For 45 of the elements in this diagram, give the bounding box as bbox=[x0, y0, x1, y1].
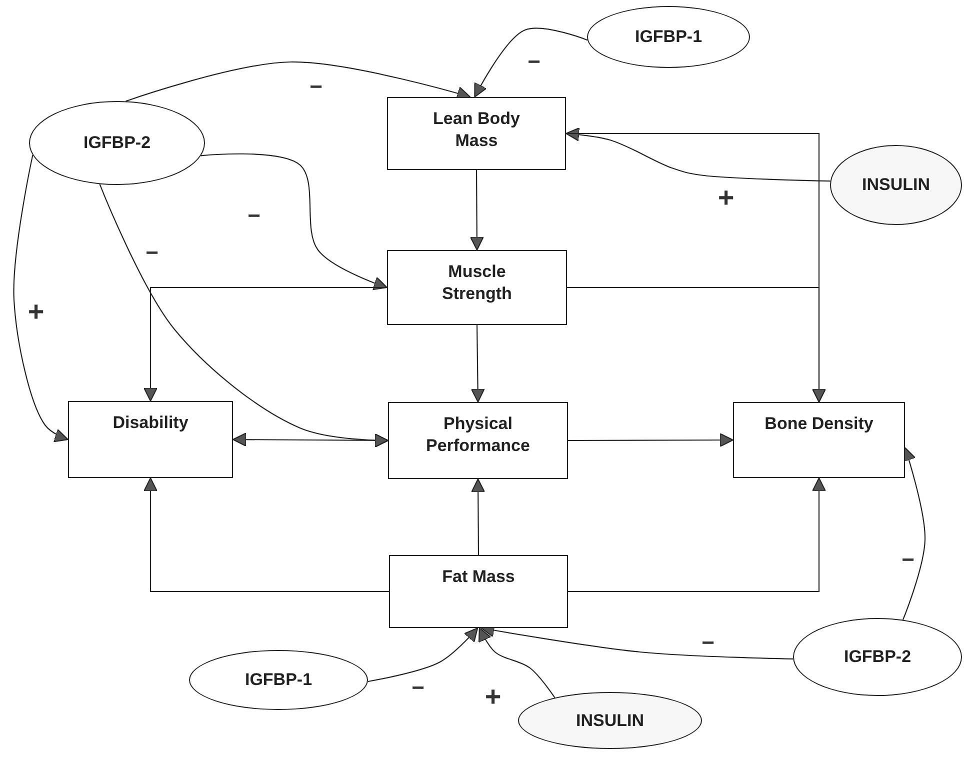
edge-label: − bbox=[902, 549, 914, 571]
process-box bbox=[68, 401, 233, 478]
edge-label: + bbox=[718, 184, 734, 212]
process-box bbox=[388, 402, 568, 479]
arrow bbox=[368, 627, 478, 682]
arrow bbox=[567, 286, 826, 403]
edge-label: − bbox=[528, 51, 540, 73]
arrow bbox=[232, 432, 389, 448]
arrow bbox=[470, 325, 485, 403]
arrow bbox=[143, 286, 387, 402]
node-label: IGFBP-1 bbox=[634, 26, 702, 48]
arrow bbox=[126, 61, 471, 102]
arrow bbox=[200, 153, 388, 290]
arrow bbox=[478, 627, 556, 698]
arrow bbox=[474, 28, 588, 98]
arrow bbox=[568, 433, 734, 448]
node-label: Disability bbox=[112, 412, 188, 434]
edge-label: − bbox=[702, 632, 714, 654]
node-label: Muscle Strength bbox=[441, 261, 513, 305]
arrow bbox=[470, 170, 484, 251]
node-label: IGFBP-2 bbox=[844, 646, 912, 668]
arrow bbox=[565, 127, 830, 182]
node-label: IGFBP-1 bbox=[244, 669, 312, 691]
node-label: Fat Mass bbox=[442, 566, 515, 588]
edge-label: + bbox=[28, 298, 44, 326]
edge-label: − bbox=[310, 76, 322, 98]
arrow bbox=[13, 154, 69, 442]
node-label: Bone Density bbox=[764, 413, 874, 435]
edge-label: + bbox=[484, 683, 502, 711]
process-box bbox=[389, 555, 568, 628]
process-box bbox=[733, 402, 905, 478]
arrow bbox=[902, 447, 926, 620]
process-box bbox=[387, 250, 567, 325]
edge-label: − bbox=[146, 242, 158, 264]
node-label: INSULIN bbox=[576, 710, 644, 732]
edge-label: − bbox=[412, 677, 424, 699]
edge-label: − bbox=[248, 205, 260, 227]
node-label: Lean Body Mass bbox=[432, 108, 521, 152]
arrow bbox=[143, 477, 389, 592]
process-box bbox=[387, 97, 566, 170]
node-label: INSULIN bbox=[862, 174, 930, 196]
arrow bbox=[471, 478, 486, 555]
node-label: Physical Performance bbox=[425, 413, 531, 457]
node-label: IGFBP-2 bbox=[83, 132, 151, 154]
arrow bbox=[568, 477, 826, 592]
